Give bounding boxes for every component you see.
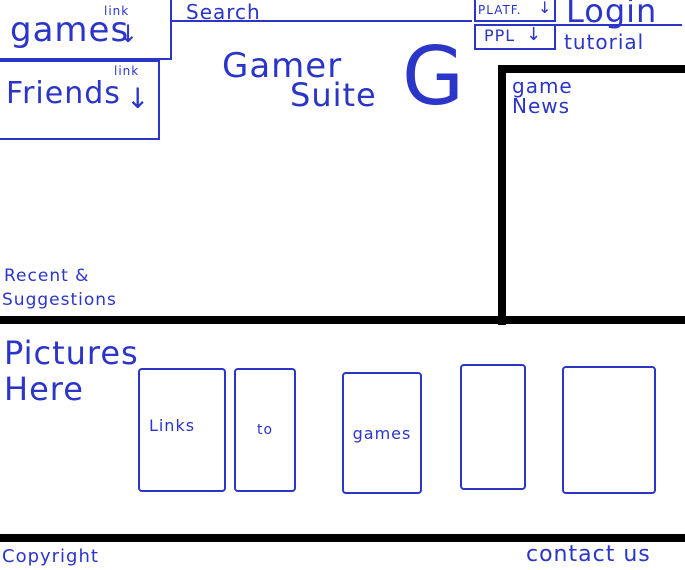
- game-tile[interactable]: games: [342, 372, 422, 494]
- pictures-label-line2: Here: [4, 370, 84, 408]
- arrow-down-icon[interactable]: ↓: [538, 0, 552, 17]
- contact-link[interactable]: contact us: [526, 542, 651, 567]
- arrow-down-icon[interactable]: ↓: [126, 82, 150, 115]
- tutorial-link[interactable]: tutorial: [564, 30, 645, 54]
- recent-label-line2: Suggestions: [2, 290, 117, 310]
- search-underline: [172, 20, 472, 22]
- site-title-line2: Suite: [290, 76, 377, 114]
- game-tile[interactable]: [562, 366, 656, 494]
- news-title-line1: game: [512, 74, 573, 98]
- ppl-label[interactable]: PPL: [484, 26, 516, 45]
- games-nav-box[interactable]: [0, 0, 172, 60]
- game-tile-label: to: [256, 422, 274, 438]
- games-nav-label[interactable]: games: [10, 10, 130, 50]
- game-tile-label: Links: [148, 415, 196, 435]
- ppl-dropdown[interactable]: [474, 24, 556, 50]
- game-tile[interactable]: [460, 364, 526, 490]
- top-right-divider: [474, 24, 682, 26]
- game-tile-label: games: [352, 423, 412, 443]
- recent-label-line1: Recent &: [4, 266, 90, 286]
- section-divider: [0, 316, 685, 324]
- copyright-text: Copyright: [2, 546, 99, 567]
- search-input[interactable]: Search: [186, 0, 261, 24]
- platform-dropdown[interactable]: [474, 0, 556, 22]
- arrow-down-icon[interactable]: ↓: [526, 24, 542, 45]
- logo-icon: G: [402, 30, 465, 123]
- pictures-label-line1: Pictures: [4, 334, 139, 372]
- arrow-down-icon[interactable]: ↓: [118, 20, 139, 48]
- site-title-line1: Gamer: [222, 46, 343, 86]
- news-left-border: [498, 65, 506, 325]
- friends-link-note: link: [114, 64, 140, 78]
- games-link-note: link: [104, 4, 130, 18]
- platform-label[interactable]: PLATF.: [478, 3, 522, 17]
- news-title-line2: News: [512, 94, 571, 118]
- news-top-border: [498, 65, 685, 73]
- friends-nav-box[interactable]: [0, 60, 160, 140]
- friends-nav-label[interactable]: Friends: [6, 76, 121, 111]
- footer-divider: [0, 534, 685, 542]
- game-tile[interactable]: Links: [138, 368, 226, 492]
- game-tile[interactable]: to: [234, 368, 296, 492]
